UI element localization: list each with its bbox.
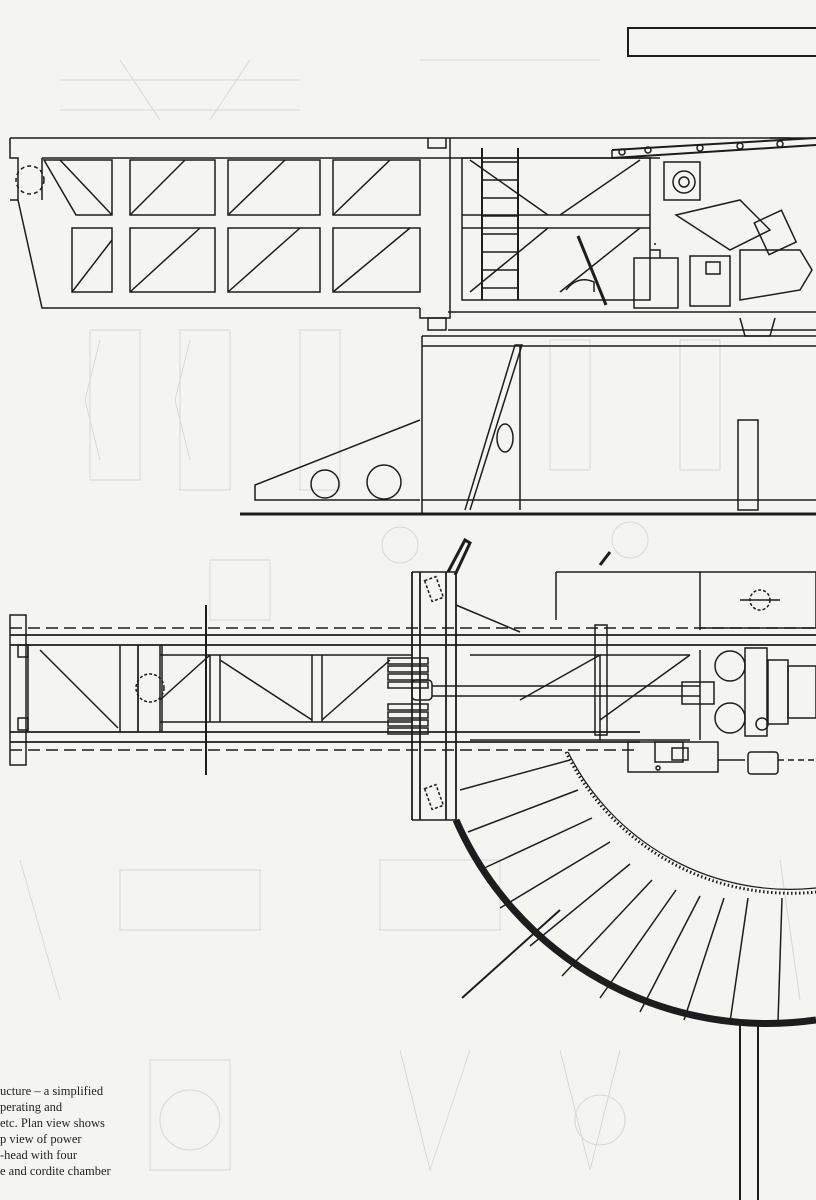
caption-line: perating and (0, 1100, 63, 1114)
girder-end-circle (15, 165, 45, 195)
top-right-bar (627, 27, 816, 57)
elevation-girder (9, 137, 816, 331)
elevation-view (9, 27, 816, 516)
hoist-machinery (448, 137, 816, 337)
spring-pack-upper (387, 657, 429, 689)
drive-motor (627, 741, 816, 775)
turntable-ring (452, 751, 816, 1027)
lightening-hole-2 (366, 464, 402, 500)
ladder (481, 148, 519, 300)
plan-view (9, 537, 816, 1200)
ghost-background-drawing (19, 59, 801, 1172)
spring-pack-lower (387, 703, 429, 735)
caption-line: p view of power (0, 1132, 82, 1146)
caption-line: -head with four (0, 1148, 78, 1162)
lightening-hole-1 (310, 469, 340, 499)
figure-caption: ucture – a simplified perating and etc. … (0, 1083, 111, 1179)
roller-assembly (681, 647, 816, 740)
caption-line: ucture – a simplified (0, 1084, 104, 1098)
caption-line: e and cordite chamber (0, 1164, 111, 1178)
barrel-and-breech (555, 551, 816, 630)
caption-line: etc. Plan view shows (0, 1116, 105, 1130)
lower-structure (240, 335, 816, 516)
